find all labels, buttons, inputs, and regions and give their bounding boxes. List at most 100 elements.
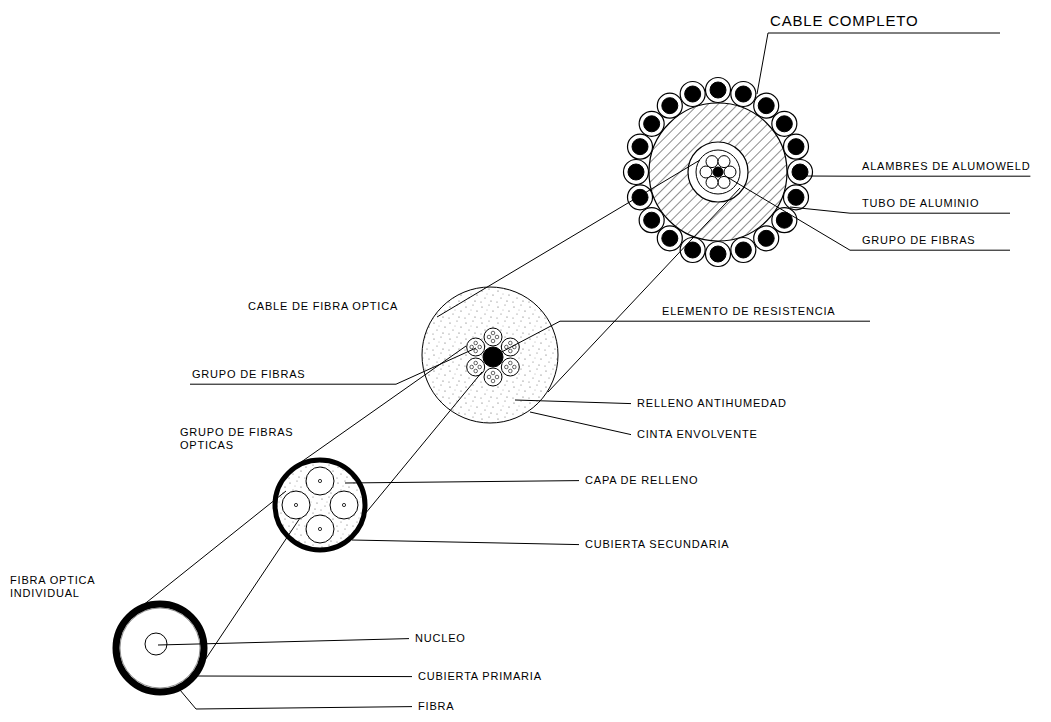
- zoom-line: [142, 491, 286, 606]
- alumoweld-wire: [657, 93, 682, 118]
- fiber-mini: [495, 335, 499, 339]
- primary-coating: [116, 604, 204, 692]
- alumoweld-wire: [706, 242, 731, 267]
- wire-core: [788, 139, 804, 155]
- fiber-core-dot: [318, 479, 321, 482]
- wire-core: [685, 86, 701, 102]
- fiber-mini: [491, 379, 495, 383]
- alumoweld-wire: [639, 208, 664, 233]
- fiber-mini: [509, 349, 513, 353]
- alumoweld-wire: [731, 237, 756, 262]
- leader-line: [803, 176, 1030, 177]
- leader-line: [727, 177, 1010, 250]
- part-label: CUBIERTA PRIMARIA: [418, 670, 542, 683]
- alumoweld-wire: [706, 78, 731, 103]
- alumoweld-wire: [754, 93, 779, 118]
- fiber-mini: [505, 365, 509, 369]
- fiber-core: [145, 633, 167, 655]
- tube-inner: [696, 150, 740, 194]
- strength-member: [483, 347, 503, 367]
- wrapping-tape: [422, 287, 558, 423]
- fiber-mini: [495, 375, 499, 379]
- optical-cable: [422, 287, 558, 423]
- wire-core: [632, 189, 648, 205]
- leader-line: [352, 540, 579, 545]
- alumoweld-wire: [788, 160, 813, 185]
- part-label: CABLE COMPLETO: [770, 12, 918, 30]
- leader-line: [190, 348, 476, 384]
- alumoweld-wire: [754, 226, 779, 251]
- fiber-core-dot: [342, 503, 345, 506]
- fiber-mini: [505, 345, 509, 349]
- fiber-mini: [478, 365, 482, 369]
- alumoweld-wire: [657, 226, 682, 251]
- zoom-lines: [142, 160, 740, 660]
- part-label: NUCLEO: [415, 632, 466, 645]
- aluminum-tube: [688, 142, 748, 202]
- wire-core: [632, 139, 648, 155]
- fiber-mini: [474, 361, 478, 365]
- part-label: CINTA ENVOLVENTE: [637, 428, 758, 441]
- fiber-mini: [470, 365, 474, 369]
- wire-core: [758, 98, 774, 114]
- alumoweld-wire: [772, 111, 797, 136]
- part-label: FIBRA: [418, 700, 454, 713]
- fiber-mini: [474, 349, 478, 353]
- fiber-group: [275, 460, 365, 550]
- fiber-mini: [491, 339, 495, 343]
- part-label: CAPA DE RELLENO: [585, 474, 698, 487]
- fiber-tube: [501, 358, 519, 376]
- complete-cable: [624, 78, 813, 267]
- wire-core: [776, 116, 792, 132]
- fiber-core-dot: [318, 527, 321, 530]
- leader-line: [757, 33, 1000, 94]
- fiber-tube: [467, 358, 485, 376]
- fiber-core-dot: [294, 503, 297, 506]
- leader-line: [515, 400, 631, 404]
- wire-core: [735, 242, 751, 258]
- part-label: GRUPO DE FIBRAS: [862, 234, 975, 247]
- fiber-tube: [467, 338, 485, 356]
- single-fiber: [116, 604, 204, 692]
- cable-ground: [649, 103, 787, 241]
- wire-core: [628, 164, 644, 180]
- alumoweld-wire: [628, 185, 653, 210]
- wire-core: [758, 230, 774, 246]
- wire-core: [710, 246, 726, 262]
- part-label: GRUPO DE FIBRAS OPTICAS: [180, 426, 302, 452]
- fiber-cladding: [120, 608, 200, 688]
- fiber-circle: [282, 491, 310, 519]
- alumoweld-wire: [731, 82, 756, 107]
- leader-line: [196, 676, 412, 678]
- fiber-mini: [513, 365, 517, 369]
- wire-core: [644, 116, 660, 132]
- aluminum-body: [649, 103, 787, 241]
- fiber-mini: [509, 341, 513, 345]
- wire-core: [662, 98, 678, 114]
- fiber-tube: [706, 156, 718, 168]
- part-label: CUBIERTA SECUNDARIA: [585, 538, 729, 551]
- fiber-mini: [474, 341, 478, 345]
- alumoweld-wire: [783, 185, 808, 210]
- part-label: FIBRA OPTICA INDIVIDUAL: [10, 574, 132, 600]
- part-label: RELLENO ANTIHUMEDAD: [637, 397, 787, 410]
- leader-line: [158, 639, 409, 645]
- alumoweld-wire: [680, 82, 705, 107]
- leader-line: [345, 481, 579, 483]
- fiber-tube: [484, 368, 502, 386]
- zoom-line: [437, 160, 700, 317]
- fiber-mini: [470, 345, 474, 349]
- part-label: ELEMENTO DE RESISTENCIA: [662, 305, 835, 318]
- alumoweld-wire: [783, 134, 808, 159]
- wire-core: [662, 230, 678, 246]
- part-label: ALAMBRES DE ALUMOWELD: [862, 160, 1030, 173]
- part-label: GRUPO DE FIBRAS: [192, 368, 305, 381]
- fiber-mini: [491, 371, 495, 375]
- wire-core: [644, 212, 660, 228]
- zoom-line: [205, 518, 300, 660]
- leader-line: [530, 412, 631, 435]
